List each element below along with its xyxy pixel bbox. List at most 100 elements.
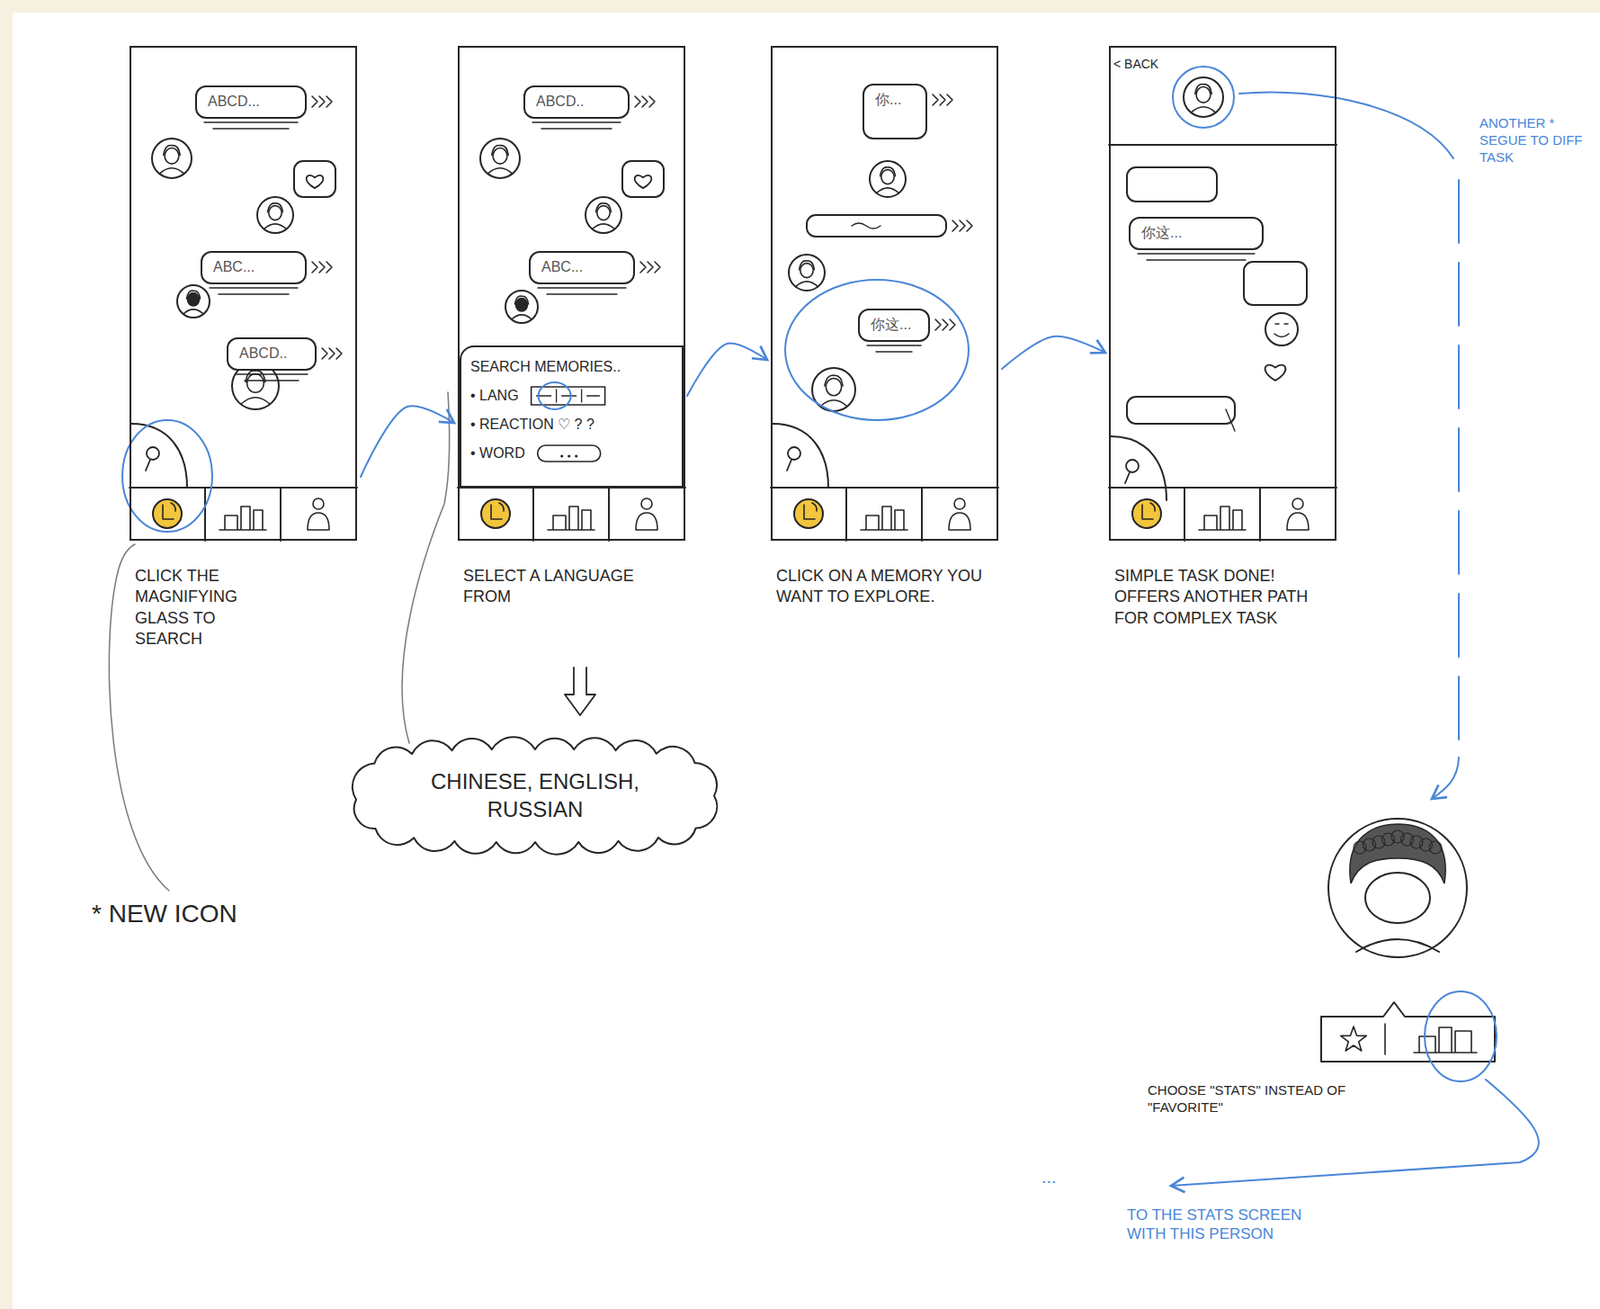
hair-curl [1363, 838, 1377, 851]
avatar-hair [514, 295, 528, 304]
chat-bubble: ABCD.. [523, 85, 630, 119]
avatar-icon [585, 196, 622, 233]
action-popup [1321, 1001, 1495, 1062]
panel-text: • REACTION ♡ ? ? [470, 410, 595, 439]
empty-bubble [1243, 261, 1307, 305]
send-chevrons [935, 319, 956, 331]
caption-block: CLICK THE MAGNIFYING GLASS TO SEARCH [134, 565, 270, 651]
phone-screen: 你这...SIMPLE TASK DONE!OFFERS ANOTHER PAT… [1108, 45, 1337, 541]
bubble-text: ABC... [213, 258, 255, 278]
smiley-face [1265, 312, 1298, 346]
paper [12, 12, 1600, 1309]
bubble-text: ABC... [541, 258, 583, 278]
avatar-icon [480, 138, 520, 179]
bubble-text: ABCD.. [239, 344, 287, 364]
hair-curl [1429, 840, 1442, 854]
avatar-icon [1183, 77, 1224, 117]
step-caption: CLICK THE MAGNIFYING GLASS TO SEARCH [134, 565, 270, 651]
memories-glyph [162, 502, 176, 519]
avatar-ring [177, 285, 210, 318]
avatar-head [881, 169, 894, 185]
send-chevrons [321, 348, 342, 359]
step-caption: CLICK ON A MEMORY YOU WANT TO EXPLORE. [776, 565, 984, 608]
pencil-lines [209, 287, 298, 295]
search-tab [1110, 436, 1167, 501]
pencil-lines [1137, 253, 1255, 260]
pencil-lines [867, 345, 921, 352]
heart-icon [1265, 365, 1287, 381]
nav-bar [770, 487, 999, 541]
hair-curl [1353, 840, 1367, 854]
avatar-body [264, 223, 287, 230]
avatar-body [183, 309, 204, 314]
memories-icon [794, 499, 823, 528]
avatar-body [1190, 107, 1216, 113]
profile-icon-head [641, 498, 653, 510]
memories-glyph [1142, 502, 1155, 519]
hair-curl [1420, 838, 1433, 851]
heart-icon [634, 175, 653, 188]
avatar-icon [257, 196, 294, 233]
avatar-head [268, 205, 282, 221]
nav-bar [1108, 487, 1337, 541]
chat-bubble: ABC... [528, 250, 635, 285]
smiley-features [1274, 323, 1289, 338]
nav-bar [457, 487, 686, 541]
avatar-head [492, 148, 508, 165]
bubble-text: 你这... [1141, 223, 1182, 243]
note-text: * NEW ICON [91, 897, 245, 930]
panel-text: • WORD [470, 438, 526, 468]
stats-icon [1198, 506, 1246, 530]
phone-screen: ABCD..ABC...SEARCH MEMORIES..• LANG• REA… [457, 45, 686, 541]
caption-block: SELECT A LANGUAGE FROM [463, 565, 653, 608]
bubble-text: ABCD... [207, 92, 260, 112]
avatar-head [597, 205, 610, 221]
avatar-ring [1183, 77, 1224, 117]
avatar-body [511, 314, 532, 320]
avatar-ring [480, 138, 520, 179]
thought-cloud: CHINESE, ENGLISH, RUSSIAN [347, 740, 724, 851]
avatar-hair [880, 167, 896, 177]
back-button: < BACK [1113, 56, 1166, 73]
avatar-icon [151, 138, 192, 179]
segue-line [1457, 179, 1460, 747]
cloud-outline [347, 740, 724, 851]
empty-bubble [1126, 167, 1217, 202]
avatar-head [516, 298, 528, 312]
bubble-text: 你... [875, 90, 902, 110]
step-caption: OFFERS ANOTHER PATH FOR COMPLEX TASK [1114, 586, 1322, 629]
avatar-hair [163, 145, 180, 156]
cloud-scallops [352, 736, 717, 854]
header-line [1108, 143, 1337, 146]
memories-icon [481, 499, 510, 528]
flow-arrow [1001, 336, 1106, 369]
send-chevrons [312, 261, 332, 273]
stats-icon [547, 506, 595, 530]
pencil-lines [537, 287, 626, 295]
avatar-ring [505, 290, 538, 323]
magnifier-handle [1125, 472, 1130, 483]
avatar-body [820, 400, 848, 407]
panel-text: SEARCH MEMORIES.. [470, 352, 621, 382]
cloud-text: CHINESE, ENGLISH, RUSSIAN [386, 767, 684, 823]
send-chevrons [312, 96, 332, 108]
stats-icon [1413, 1027, 1477, 1053]
empty-bubble [1126, 396, 1235, 424]
magnifier-lens [146, 446, 160, 460]
bubble-text: 你这... [870, 315, 912, 335]
nav-bar [129, 487, 358, 541]
favorite-star [1340, 1026, 1368, 1051]
empty-bubble [294, 160, 336, 197]
caption-block: SIMPLE TASK DONE!OFFERS ANOTHER PATH FOR… [1114, 565, 1322, 629]
avatar-body [487, 168, 512, 174]
profile-icon-body [635, 512, 658, 530]
highlight-circle [538, 382, 572, 410]
profile-icon-head [1292, 498, 1304, 510]
avatar-hair [1195, 84, 1212, 95]
pencil-lines [235, 374, 308, 381]
avatar-body [241, 397, 270, 405]
popup-divider [1384, 1023, 1386, 1055]
profile-icon-body [307, 512, 330, 530]
chat-bubble: ABCD.. [226, 337, 317, 371]
